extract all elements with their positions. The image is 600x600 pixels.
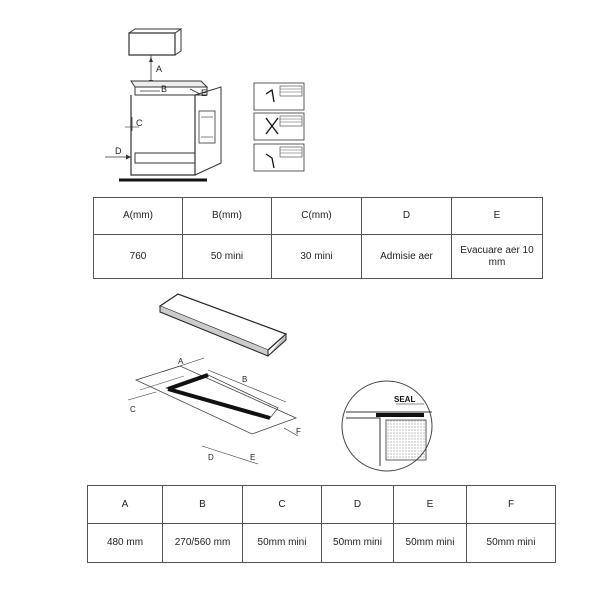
table-header-cell: D [321, 485, 394, 524]
table-header-cell: B [162, 485, 243, 524]
hob-top [158, 293, 288, 357]
oven-window [198, 110, 216, 144]
table-cell: 30 mini [271, 234, 362, 279]
ventilation-table: A(mm) B(mm) C(mm) D E 760 50 mini 30 min… [93, 197, 543, 279]
hob-diagram: A B C D E F [127, 293, 301, 465]
table-cell: 50mm mini [466, 523, 556, 563]
hood [130, 80, 209, 88]
table-row: 480 mm 270/560 mm 50mm mini 50mm mini 50… [87, 523, 556, 563]
table-cell: 480 mm [87, 523, 163, 563]
label-b: B [242, 375, 247, 384]
upper-cabinet [128, 32, 176, 56]
worktop-cutout [134, 365, 298, 435]
label-e: E [250, 453, 255, 462]
plinth [134, 152, 196, 164]
detail-panels [253, 82, 305, 172]
seal-detail: SEAL [341, 380, 433, 472]
table-header-cell: A [87, 485, 163, 524]
label-b: B [161, 84, 167, 94]
table-cell: 50mm mini [393, 523, 467, 563]
label-a: A [156, 64, 162, 74]
table-header-row: A(mm) B(mm) C(mm) D E [93, 197, 543, 235]
table-header-cell: C(mm) [271, 197, 362, 235]
label-c: C [130, 405, 136, 414]
label-d: D [208, 453, 214, 462]
table-header-cell: D [361, 197, 452, 235]
table-header-cell: A(mm) [93, 197, 183, 235]
label-c: C [136, 118, 143, 128]
seal-label: SEAL [394, 395, 415, 404]
label-f: F [296, 427, 301, 436]
table-cell: Evacuare aer 10 mm [451, 234, 543, 279]
detail-correct-bottom [253, 143, 305, 172]
table-cell: Admisie aer [361, 234, 452, 279]
table-cell: 50mm mini [321, 523, 394, 563]
table-header-cell: E [393, 485, 467, 524]
worktop-section [385, 419, 427, 461]
installation-diagram: A B E C D [105, 28, 222, 182]
label-e: E [201, 88, 207, 98]
detail-wrong-middle [253, 112, 305, 141]
table-header-cell: F [466, 485, 556, 524]
table-header-cell: B(mm) [182, 197, 272, 235]
label-d: D [115, 146, 122, 156]
table-cell: 760 [93, 234, 183, 279]
table-row: 760 50 mini 30 mini Admisie aer Evacuare… [93, 234, 543, 279]
table-header-cell: E [451, 197, 543, 235]
table-cell: 270/560 mm [162, 523, 243, 563]
cabinet-body [130, 95, 196, 176]
table-header-row: A B C D E F [87, 485, 556, 524]
table-header-cell: C [242, 485, 322, 524]
table-cell: 50mm mini [242, 523, 322, 563]
label-a: A [178, 357, 184, 366]
table-cell: 50 mini [182, 234, 272, 279]
hob-cutout-table: A B C D E F 480 mm 270/560 mm 50mm mini … [87, 485, 556, 563]
detail-correct-top [253, 82, 305, 111]
